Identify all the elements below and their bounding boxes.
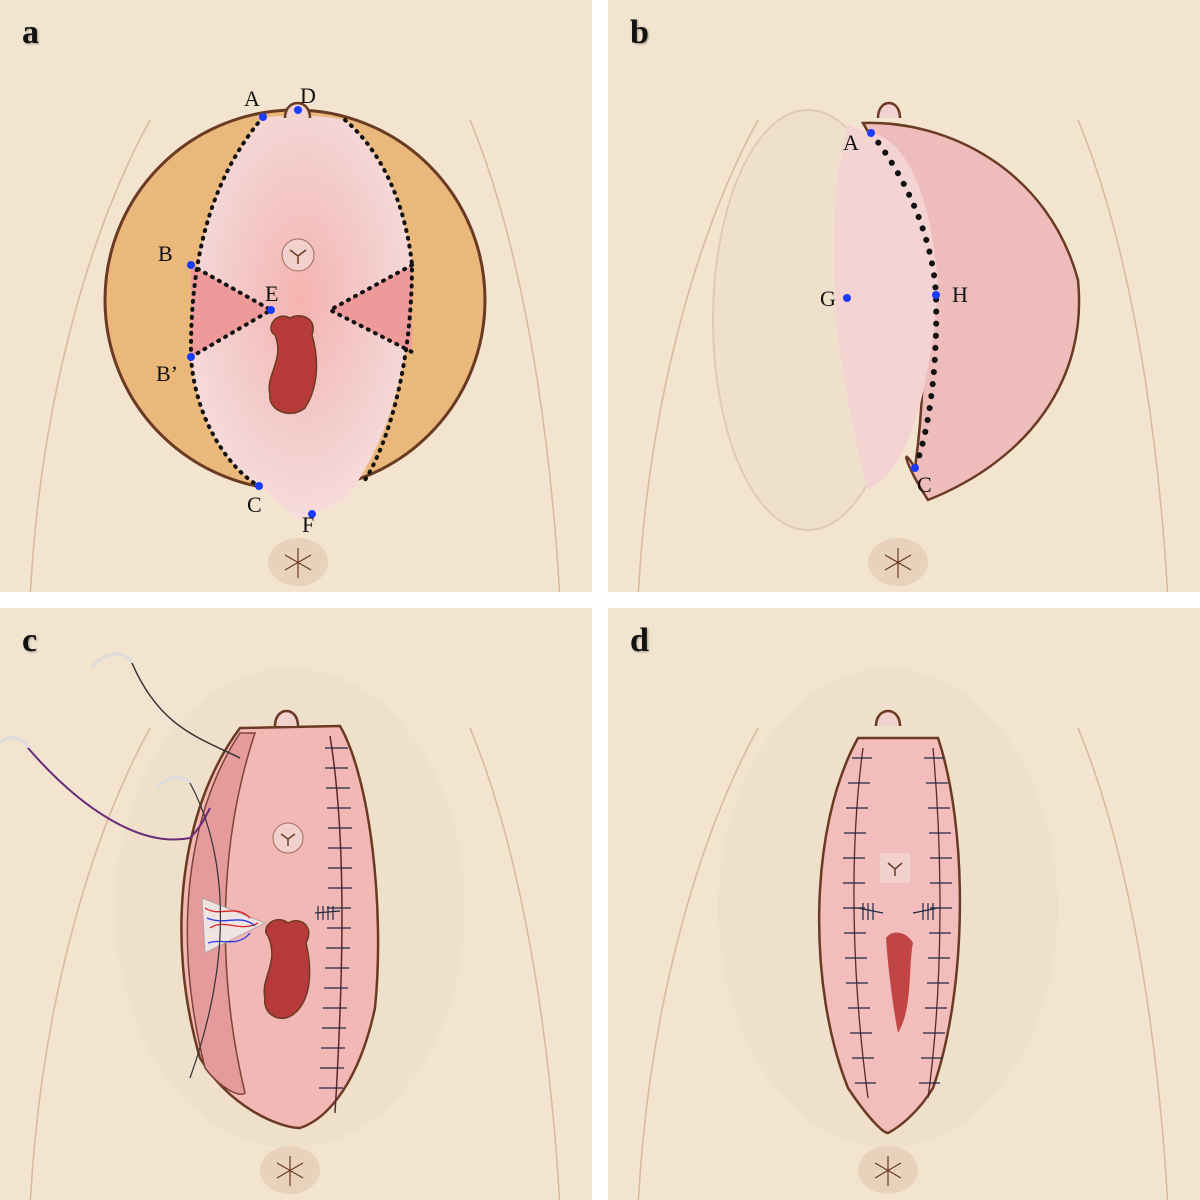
panel-a: a [0, 0, 592, 592]
suture-needle-3 [156, 775, 192, 789]
panel-c-drawing [0, 652, 561, 1200]
landmark-point-b-c [911, 464, 919, 472]
panel-letter-b: b [630, 14, 649, 51]
landmark-point-a-f [308, 510, 316, 518]
panel-letter-c: c [22, 622, 38, 659]
triangle-line-right [325, 263, 414, 354]
urethral-meatus-mark [280, 833, 296, 846]
urethral-meatus-mark [887, 862, 903, 876]
suture-line-right [329, 735, 343, 1114]
landmark-label: B [158, 241, 173, 266]
landmark-point-a-b [187, 261, 195, 269]
suture-line-right [927, 747, 941, 1099]
excision-triangle-right [330, 265, 412, 352]
skin-fold-line [1077, 119, 1169, 592]
landmark-label: C [247, 492, 262, 517]
landmark-point-a-e [267, 306, 275, 314]
panel-c: c [0, 608, 592, 1200]
landmark-label: H [952, 282, 968, 307]
panel-a-drawing [29, 101, 561, 592]
skin-fold-line [637, 119, 759, 592]
landmark-label: E [265, 281, 279, 306]
vaginal-orifice [263, 918, 311, 1019]
skin-fold-line [29, 727, 151, 1200]
suture-needle-2 [0, 736, 30, 749]
vein [206, 917, 256, 944]
suture-thread-2 [189, 782, 222, 1079]
vaginal-orifice [268, 314, 318, 414]
interrupted-sutures-right [319, 747, 352, 1089]
landmark-point-a-c [255, 482, 263, 490]
landmark-label: C [917, 472, 932, 497]
skin-fold-line [29, 119, 151, 592]
anus-mark [276, 1156, 304, 1186]
anus-mark [884, 548, 912, 578]
transverse-sutures [314, 906, 341, 920]
skin-fold-line [1077, 727, 1169, 1200]
landmark-label: D [300, 83, 316, 108]
vaginal-orifice [886, 932, 913, 1033]
landmark-label: G [820, 286, 836, 311]
skin-fold-line [469, 119, 561, 592]
suture-thread-1 [131, 662, 241, 759]
landmark-point-a-d [294, 106, 302, 114]
clitoral-hood [273, 709, 300, 727]
exposed-mucosa [833, 125, 938, 490]
urethral-meatus [880, 853, 910, 883]
interrupted-sutures-left [843, 757, 876, 1084]
incision-line-left [188, 115, 265, 488]
transverse-sutures [857, 903, 939, 920]
landmark-point-a-a [259, 113, 267, 121]
landmark-point-a-b [187, 353, 195, 361]
skin-fold-line [469, 727, 561, 1200]
flap-incision-line [868, 130, 940, 471]
landmark-label: F [302, 512, 315, 537]
landmark-label: A [843, 130, 859, 155]
panel-letter-d: d [630, 622, 649, 659]
landmark-label: A [244, 86, 260, 111]
landmark-point-b-g [843, 294, 851, 302]
landmark-label: B’ [156, 361, 178, 386]
excision-triangle-left [191, 265, 271, 357]
anus-mark [284, 548, 312, 578]
interrupted-sutures-right [919, 757, 952, 1084]
incision-line-right [343, 118, 415, 482]
urethral-meatus [272, 822, 304, 854]
landmark-point-b-h [932, 291, 940, 299]
panel-b-drawing [637, 101, 1169, 592]
panel-b: b [608, 0, 1200, 592]
clitoral-hood [876, 101, 902, 119]
panel-d: d [608, 608, 1200, 1200]
panel-letter-a: a [22, 14, 39, 51]
clitoral-hood [874, 709, 902, 727]
urethral-meatus-mark [289, 249, 307, 264]
suture-thread-purple [27, 747, 211, 841]
panel-d-drawing [637, 668, 1169, 1200]
skin-fold-line [637, 727, 759, 1200]
landmark-point-b-a [867, 129, 875, 137]
triangle-line-left [189, 263, 276, 359]
suture-line-left [853, 747, 869, 1099]
urethral-meatus [281, 238, 315, 272]
anus-mark [874, 1156, 902, 1186]
suture-needle-1 [90, 652, 134, 669]
